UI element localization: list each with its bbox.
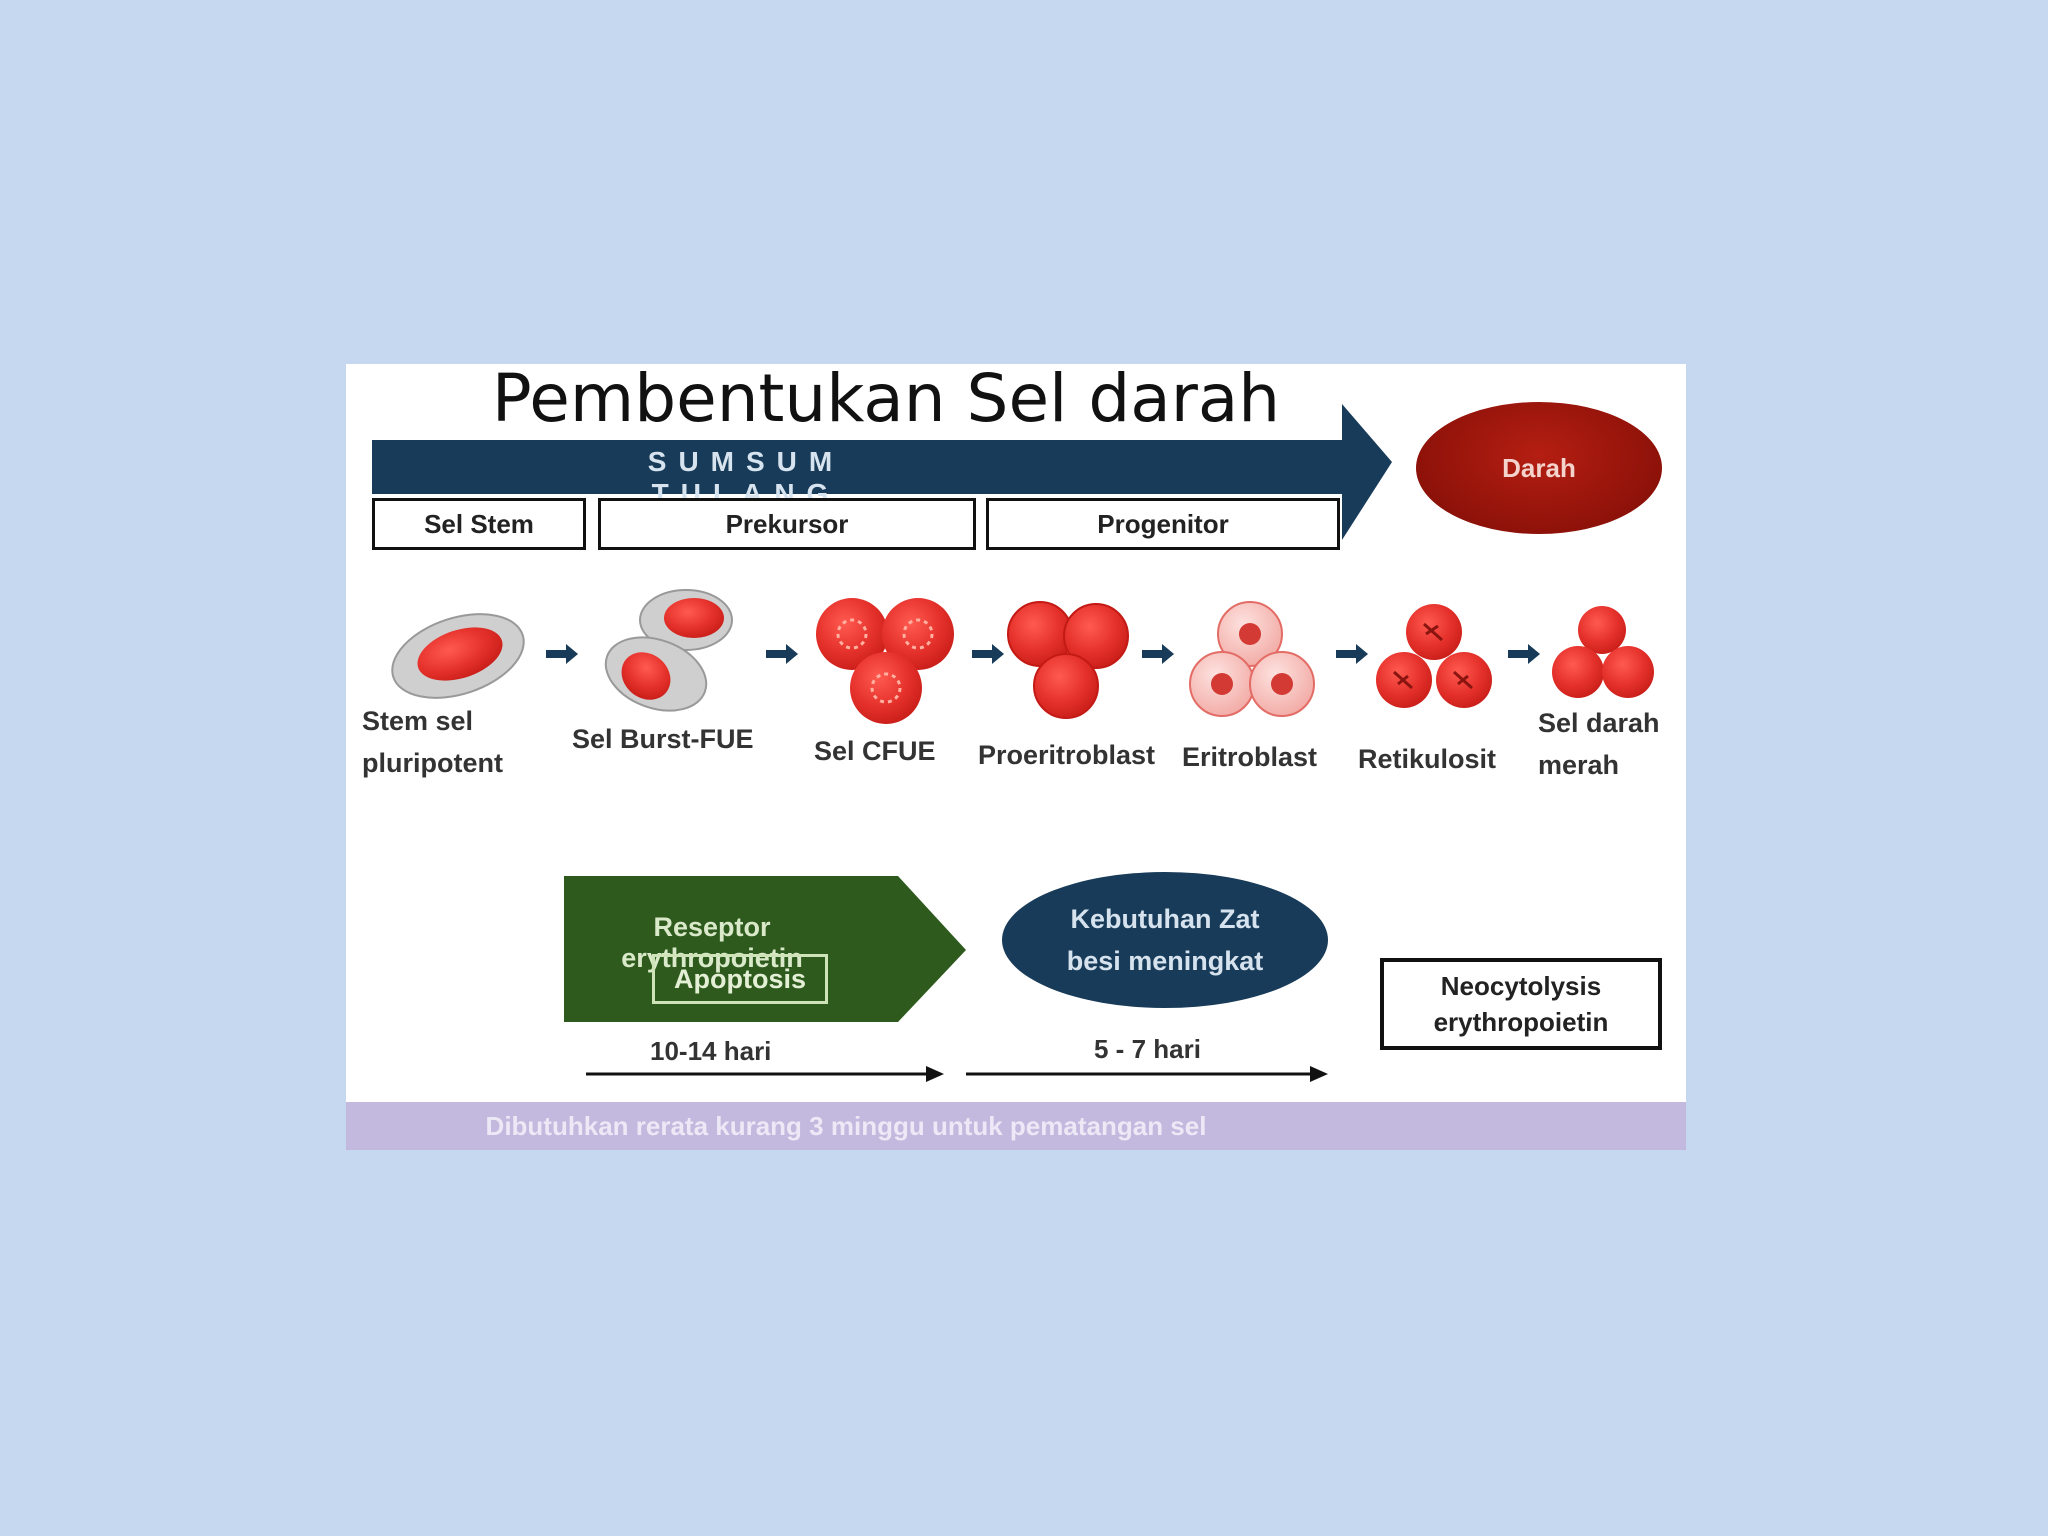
cell-label-retikulosit: Retikulosit (1358, 744, 1497, 774)
flow-arrow-icon (1142, 644, 1174, 664)
retikulosit-cell-icon (1376, 604, 1492, 708)
cell-label-stem: Stem sel pluripotent (362, 706, 503, 778)
eritroblast-cell-icon (1189, 601, 1315, 717)
flow-arrow-icon (972, 644, 1004, 664)
cell-label-rbc: Sel darah merah (1538, 708, 1660, 780)
stage-box-prekursor: Prekursor (598, 498, 976, 550)
erythropoietin-receptor-arrow (564, 876, 966, 1022)
neocytolysis-label: Neocytolysis erythropoietin (1433, 971, 1609, 1037)
flow-arrow-icon (546, 644, 578, 664)
bone-marrow-label: SUMSUM TULANG (647, 446, 845, 509)
footer-text: Dibutuhkan rerata kurang 3 minggu untuk … (485, 1110, 1207, 1141)
cell-label-proeritroblast: Proeritroblast (978, 740, 1156, 770)
apoptosis-box: Apoptosis (652, 954, 828, 1004)
flow-arrow-icon (766, 644, 798, 664)
cfue-cell-icon (816, 598, 954, 724)
footer-bar: Dibutuhkan rerata kurang 3 minggu untuk … (346, 1102, 1686, 1150)
bone-marrow-arrow (372, 404, 1392, 540)
proeritroblast-cell-icon (1007, 601, 1129, 719)
stem-cell-icon (391, 613, 525, 699)
diagram-title: Pembentukan Sel darah (491, 364, 1281, 437)
timeline-arrows (586, 1066, 1328, 1082)
blood-ellipse: Darah (1416, 402, 1662, 534)
iron-need-label: Kebutuhan Zat besi meningkat (1066, 904, 1264, 976)
cell-label-cfue: Sel CFUE (814, 736, 936, 766)
cell-sequence (391, 589, 1654, 724)
time-label-10-14: 10-14 hari (650, 1036, 772, 1066)
neocytolysis-box: Neocytolysis erythropoietin (1380, 958, 1662, 1050)
stage-box-progenitor: Progenitor (986, 498, 1340, 550)
time-label-5-7: 5 - 7 hari (1094, 1034, 1201, 1064)
diagram-canvas: Pembentukan Sel darah SUMSUM TULANG Dara… (346, 364, 1686, 1150)
flow-arrow-icon (1508, 644, 1540, 664)
stage-box-sel-stem: Sel Stem (372, 498, 586, 550)
burst-fue-cell-icon (604, 589, 733, 712)
cell-label-burst-fue: Sel Burst-FUE (572, 724, 754, 754)
red-blood-cell-icon (1552, 606, 1654, 698)
iron-need-ellipse: Kebutuhan Zat besi meningkat (1002, 872, 1328, 1008)
flow-arrow-icon (1336, 644, 1368, 664)
cell-label-eritroblast: Eritroblast (1182, 742, 1318, 772)
erythropoietin-receptor-label: Reseptor erythropoietin (621, 912, 803, 973)
